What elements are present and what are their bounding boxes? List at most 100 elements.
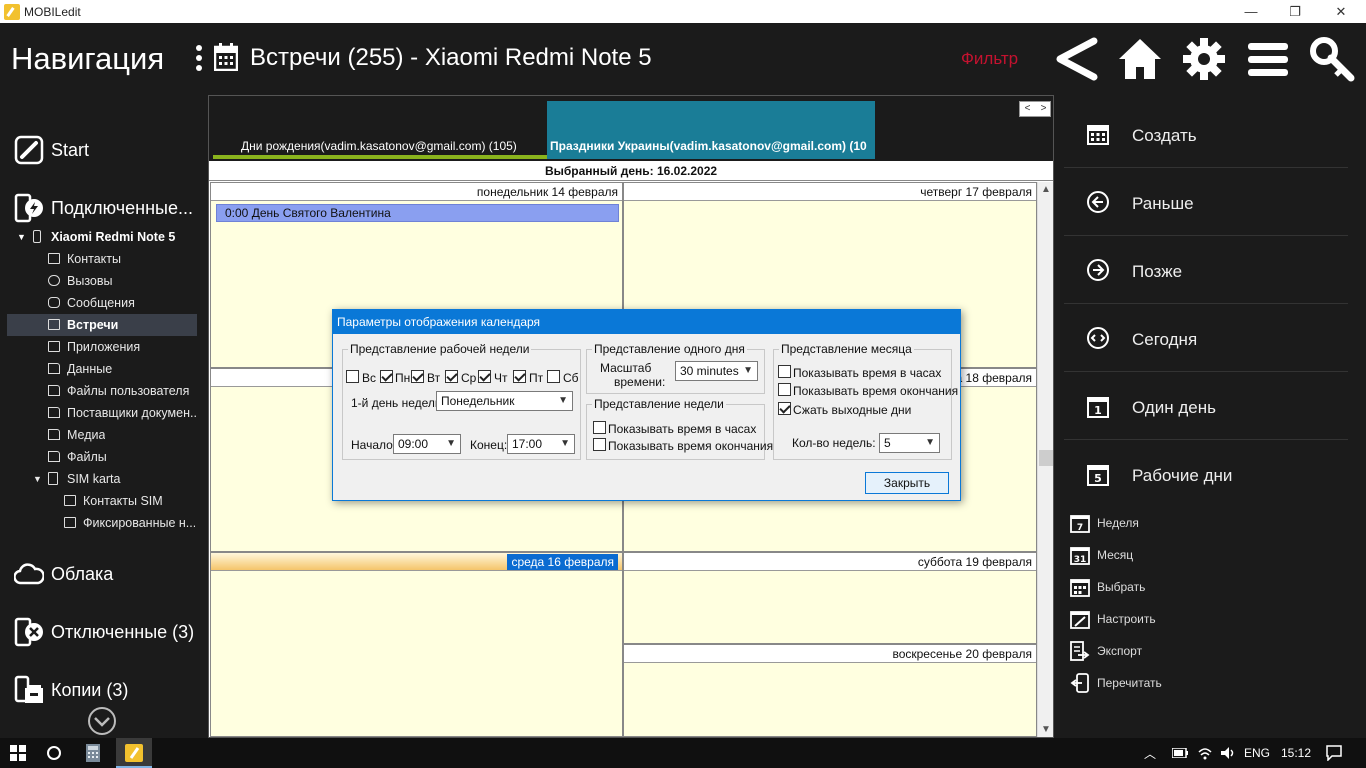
action-label: Перечитать: [1097, 676, 1162, 690]
tab-holidays-label: Праздники Украины(vadim.kasatonov@gmail.…: [550, 139, 867, 153]
checkbox-tue[interactable]: [411, 370, 424, 383]
sidebar-item-appointments[interactable]: Встречи: [7, 314, 197, 336]
close-window-button[interactable]: ✕: [1335, 4, 1347, 19]
action-configure[interactable]: Настроить: [1064, 603, 1348, 635]
action-select[interactable]: Выбрать: [1064, 571, 1348, 603]
calendar-settings-dialog: Параметры отображения календаря Представ…: [332, 309, 961, 501]
select-value: 30 minutes: [680, 364, 739, 378]
day-cell-wednesday[interactable]: среда 16 февраля: [210, 552, 623, 737]
messages-icon: [48, 297, 60, 308]
calculator-icon[interactable]: [86, 744, 100, 762]
checkbox-sun[interactable]: [346, 370, 359, 383]
sidebar-backups-label: Копии (3): [51, 680, 129, 700]
action-today[interactable]: Сегодня: [1064, 304, 1348, 372]
close-button[interactable]: Закрыть: [865, 472, 949, 494]
checkbox-sat[interactable]: [547, 370, 560, 383]
checkbox-thu[interactable]: [478, 370, 491, 383]
calendar-tabs: Дни рождения(vadim.kasatonov@gmail.com) …: [209, 96, 1053, 161]
scroll-up-icon[interactable]: ▲: [1041, 184, 1051, 195]
month-show-hours-checkbox[interactable]: [778, 365, 791, 378]
share-icon[interactable]: [1052, 35, 1100, 83]
clock[interactable]: 15:12: [1281, 746, 1312, 760]
volume-icon[interactable]: [1220, 746, 1236, 760]
day-cell-saturday[interactable]: суббота 19 февраля: [623, 552, 1037, 644]
tab-next-icon[interactable]: >: [1040, 103, 1047, 114]
svg-text:5: 5: [1094, 472, 1102, 485]
notification-icon[interactable]: [1326, 745, 1342, 761]
action-export[interactable]: Экспорт: [1064, 635, 1348, 667]
sidebar-item-applications[interactable]: Приложения: [0, 336, 197, 358]
weeks-count-select[interactable]: 5▼: [879, 433, 940, 453]
sidebar-item-media[interactable]: Медиа: [0, 424, 197, 446]
tab-prev-icon[interactable]: <: [1024, 103, 1031, 114]
title-bar: MOBILedit — ❐ ✕: [0, 0, 1366, 23]
action-later[interactable]: Позже: [1064, 236, 1348, 304]
gear-icon[interactable]: [1180, 35, 1228, 83]
key-icon[interactable]: [1308, 35, 1356, 83]
day-header: четверг 17 февраля: [624, 183, 1036, 201]
sidebar-item-sim-contacts[interactable]: Контакты SIM: [0, 490, 197, 512]
sidebar-device[interactable]: ▼ Xiaomi Redmi Note 5: [0, 226, 197, 248]
home-icon[interactable]: [1116, 35, 1164, 83]
battery-icon[interactable]: [1172, 748, 1188, 758]
action-work-days[interactable]: 5 Рабочие дни: [1064, 440, 1348, 508]
scroll-down-icon[interactable]: [87, 706, 117, 736]
sidebar-item-messages[interactable]: Сообщения: [0, 292, 197, 314]
checkbox-fri[interactable]: [513, 370, 526, 383]
svg-text:7: 7: [1077, 523, 1083, 533]
applications-icon: [48, 341, 60, 352]
wifi-icon[interactable]: [1197, 746, 1213, 760]
chevron-down-icon: ▼: [560, 438, 570, 449]
sidebar-item-fixed-numbers[interactable]: Фиксированные н...: [0, 512, 197, 534]
calendar-event[interactable]: 0:00 День Святого Валентина: [216, 204, 619, 222]
windows-start-icon[interactable]: [10, 745, 26, 761]
sidebar-item-label: Поставщики докумен...: [67, 406, 197, 420]
week-show-end-checkbox[interactable]: [593, 438, 606, 451]
weeks-count-label: Кол-во недель:: [792, 436, 876, 450]
checkbox-mon[interactable]: [380, 370, 393, 383]
phone-connected-icon: [14, 193, 43, 223]
action-one-day[interactable]: 1 Один день: [1064, 372, 1348, 440]
month-show-end-checkbox[interactable]: [778, 383, 791, 396]
language-indicator[interactable]: ENG: [1244, 746, 1271, 760]
filter-button[interactable]: Фильтр: [961, 49, 1019, 68]
end-time-select[interactable]: 17:00▼: [507, 434, 575, 454]
first-day-select[interactable]: Понедельник▼: [436, 391, 573, 411]
action-week[interactable]: 7 Неделя: [1064, 507, 1348, 539]
first-day-label: 1-й день недели: [351, 396, 442, 410]
day-header-today: среда 16 февраля: [211, 553, 622, 571]
sidebar-item-label: Встречи: [67, 318, 119, 332]
compress-weekends-checkbox[interactable]: [778, 402, 791, 415]
start-time-select[interactable]: 09:00▼: [393, 434, 461, 454]
sidebar-item-files[interactable]: Файлы: [0, 446, 197, 468]
week-show-hours-checkbox[interactable]: [593, 421, 606, 434]
action-earlier[interactable]: Раньше: [1064, 168, 1348, 236]
action-month[interactable]: 31 Месяц: [1064, 539, 1348, 571]
checkbox-wed[interactable]: [445, 370, 458, 383]
calls-icon: [48, 275, 60, 286]
sidebar-item-contacts[interactable]: Контакты: [0, 248, 197, 270]
action-create[interactable]: Создать: [1064, 100, 1348, 168]
tab-holidays[interactable]: Праздники Украины(vadim.kasatonov@gmail.…: [547, 101, 875, 159]
group-title: Представление рабочей недели: [348, 342, 532, 356]
action-label: Настроить: [1097, 612, 1156, 626]
search-icon[interactable]: [46, 745, 62, 761]
time-scale-select[interactable]: 30 minutes▼: [675, 361, 758, 381]
sidebar-item-user-files[interactable]: Файлы пользователя: [0, 380, 197, 402]
sidebar-item-document-providers[interactable]: Поставщики докумен...: [0, 402, 197, 424]
vertical-scrollbar[interactable]: ▲ ▼: [1037, 182, 1053, 737]
action-reload[interactable]: Перечитать: [1064, 667, 1348, 699]
scroll-down-arrow-icon[interactable]: ▼: [1041, 724, 1051, 735]
sidebar-item-calls[interactable]: Вызовы: [0, 270, 197, 292]
minimize-button[interactable]: —: [1244, 4, 1258, 19]
scrollbar-thumb[interactable]: [1039, 450, 1053, 466]
sidebar-item-sim-card[interactable]: ▼ SIM karta: [0, 468, 197, 490]
tray-chevron-icon[interactable]: ︿: [1144, 747, 1157, 761]
taskbar-mobiledit[interactable]: [116, 738, 152, 768]
sidebar-item-data[interactable]: Данные: [0, 358, 197, 380]
restore-button[interactable]: ❐: [1289, 4, 1301, 19]
tab-birthdays[interactable]: Дни рождения(vadim.kasatonov@gmail.com) …: [213, 101, 547, 159]
day-cell-sunday[interactable]: воскресенье 20 февраля: [623, 644, 1037, 737]
menu-icon[interactable]: [1244, 35, 1292, 83]
more-vertical-icon[interactable]: [196, 45, 202, 75]
